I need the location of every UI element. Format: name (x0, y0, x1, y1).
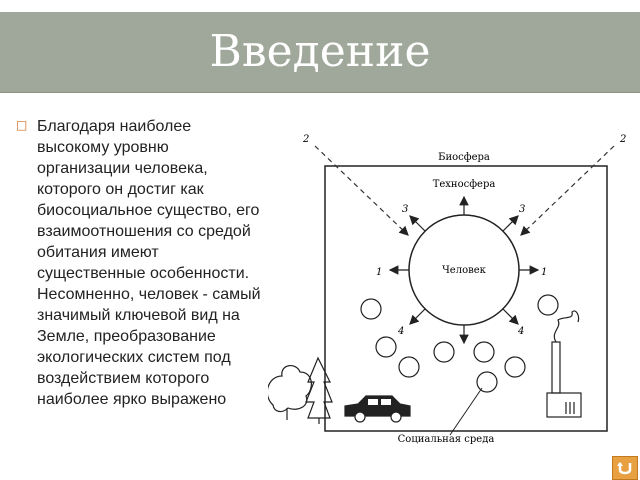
social-env-pointer (449, 387, 483, 436)
return-button[interactable] (612, 456, 638, 480)
arrow-3-right (502, 215, 519, 232)
arrow-2-left (314, 145, 409, 236)
car-icon (344, 395, 411, 423)
slide-title: Введение (209, 26, 431, 77)
social-env-label: Социальная среда (398, 434, 495, 445)
arrow-4-right (502, 308, 519, 325)
title-bar: Введение (0, 12, 640, 93)
tree-icon (268, 365, 312, 420)
fir-tree-icon (305, 356, 333, 424)
label-4-right: 4 (517, 326, 524, 337)
label-2-right: 2 (619, 134, 626, 145)
bullet-icon: □ (16, 118, 28, 132)
label-1-right: 1 (541, 267, 547, 278)
body-paragraph: Благодаря наиболее высокому уровню орган… (37, 118, 261, 408)
biosphere-diagram: 2 2 Биосфера Техносфера Человек 3 3 1 1 … (268, 134, 626, 445)
small-circles (360, 294, 559, 393)
label-2-left: 2 (302, 134, 309, 145)
arrow-3-left (409, 215, 426, 232)
body-text-area: □ Благодаря наиболее высокому уровню орг… (16, 116, 278, 426)
human-label: Человек (442, 265, 487, 276)
arrow-4-left (409, 308, 426, 325)
biosphere-box (324, 165, 608, 432)
label-3-right: 3 (519, 204, 525, 215)
label-1-left: 1 (376, 267, 382, 278)
factory-icon (546, 310, 582, 418)
label-3-left: 3 (402, 204, 408, 215)
biosphere-label: Биосфера (438, 152, 490, 163)
arrow-2-right (520, 145, 615, 236)
return-icon (617, 462, 632, 475)
technosphere-label: Техносфера (433, 179, 496, 190)
label-4-left: 4 (397, 326, 404, 337)
